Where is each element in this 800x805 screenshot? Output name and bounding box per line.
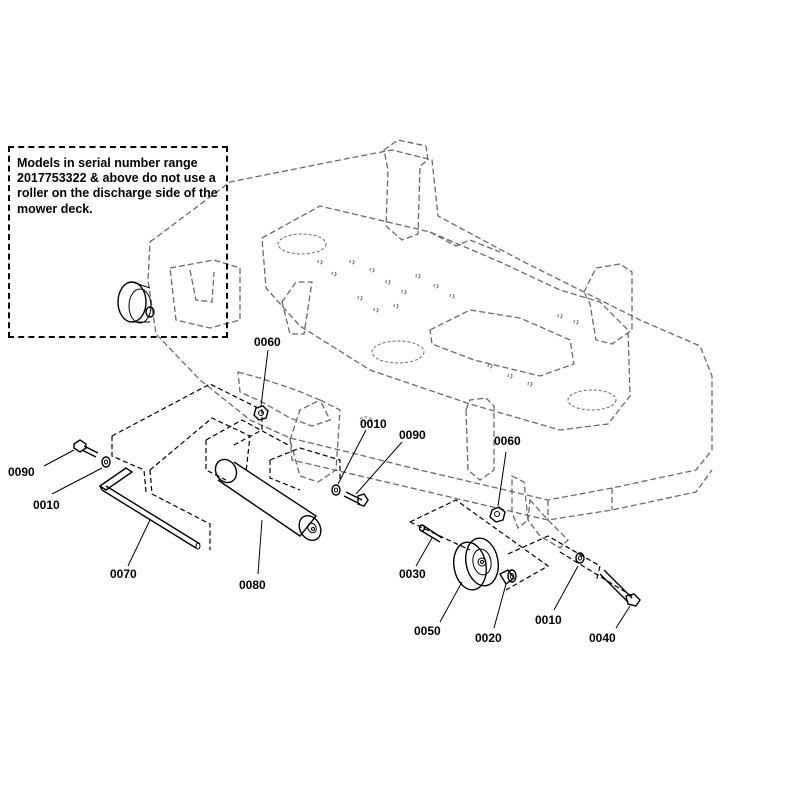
callout-0010-center: 0010 [360,417,387,431]
bolt-0040 [599,569,641,629]
callout-0060-left: 0060 [254,335,281,349]
serial-note-text: Models in serial number range 2017753322… [17,156,218,216]
bolt-0090-left [43,439,99,467]
note-box-wheel [117,281,155,324]
callout-0010-left: 0010 [33,498,60,512]
washer-0010-center [331,429,367,496]
callout-0090-center: 0090 [399,428,426,442]
nut-0060-right [489,451,507,523]
callout-0080: 0080 [239,578,266,592]
callout-0030: 0030 [399,567,426,581]
spacer-0030 [415,524,443,567]
assembly-lines-left [111,383,341,550]
serial-note-box [8,146,228,338]
nut-0060-left [253,349,269,421]
callout-0010-right: 0010 [535,613,562,627]
assembly-lines-right [409,499,633,597]
bolt-0090-center [343,441,403,507]
wheel-0050 [439,537,499,623]
bushing-0020 [493,569,517,629]
washer-0010-left [51,456,111,495]
mower-deck [147,139,713,549]
callout-0040: 0040 [589,631,616,645]
callout-0090-left: 0090 [8,465,35,479]
washer-0010-right [553,552,585,611]
callout-0070: 0070 [110,567,137,581]
callout-0050: 0050 [414,624,441,638]
callout-0060-right: 0060 [494,434,521,448]
callout-0020: 0020 [475,631,502,645]
axle-0070 [98,467,201,567]
roller-0080 [214,458,322,575]
